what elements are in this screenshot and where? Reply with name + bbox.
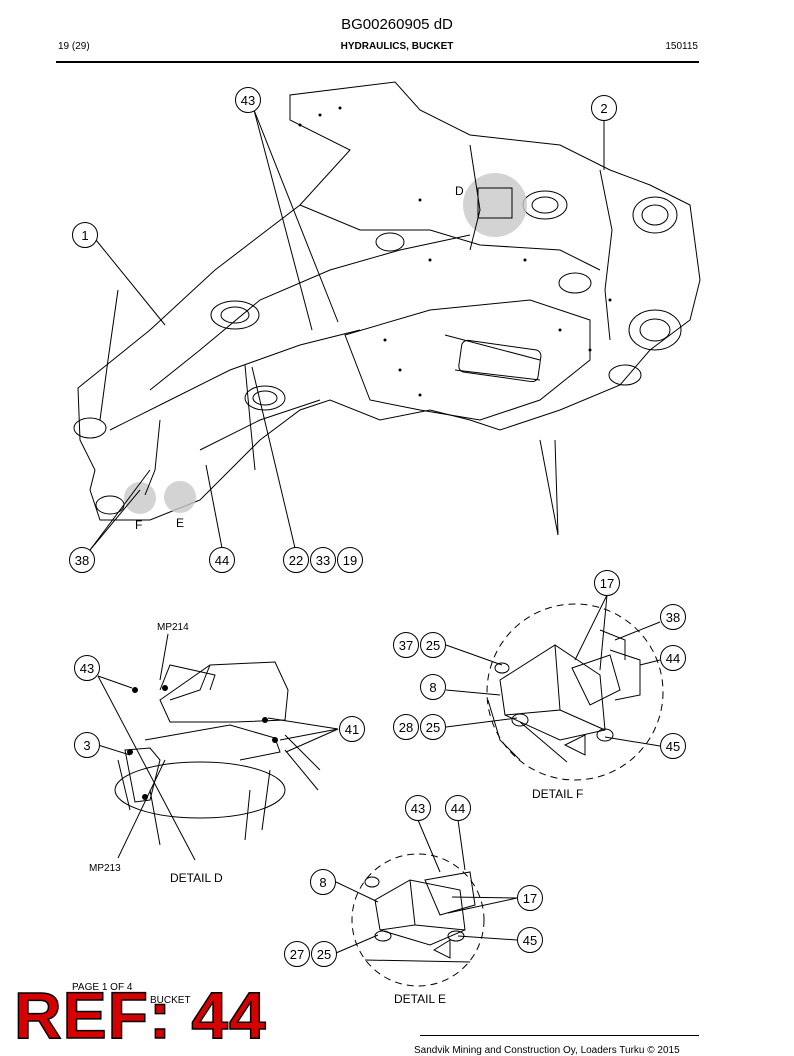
detail-d-callout-41: 41	[339, 716, 365, 742]
detail-f-caption: DETAIL F	[532, 787, 584, 801]
detail-f-callout-45: 45	[660, 733, 686, 759]
detail-d-drawing	[114, 661, 321, 846]
detail-e-callout-25: 25	[311, 941, 337, 967]
detail-f-callout-25a: 25	[420, 632, 446, 658]
detail-e-callout-8: 8	[310, 869, 336, 895]
footer-title-fragment: BUCKET	[150, 995, 191, 1006]
callout-19: 19	[337, 547, 363, 573]
detail-f-callout-38: 38	[660, 604, 686, 630]
callout-43: 43	[235, 87, 261, 113]
detail-e-callout-17: 17	[517, 885, 543, 911]
detail-f-leaders	[445, 594, 661, 763]
header-rule	[56, 61, 699, 63]
detail-marker-f: F	[135, 518, 143, 532]
section-title: HYDRAULICS, BUCKET	[340, 41, 454, 52]
callout-22: 22	[283, 547, 309, 573]
mp213-label: MP213	[89, 863, 121, 874]
detail-d-callout-3: 3	[74, 732, 100, 758]
detail-f-callout-8: 8	[420, 674, 446, 700]
detail-e-callout-44: 44	[445, 795, 471, 821]
detail-e-callout-27: 27	[284, 941, 310, 967]
document-id: BG00260905 dD	[341, 16, 453, 33]
detail-d-leaders	[97, 633, 339, 861]
detail-f-callout-17: 17	[594, 570, 620, 596]
document-code: 150115	[665, 41, 698, 52]
detail-e-leaders	[335, 819, 518, 954]
callout-38: 38	[69, 547, 95, 573]
detail-e-callout-45: 45	[517, 927, 543, 953]
callout-33: 33	[310, 547, 336, 573]
page-number: 19 (29)	[58, 41, 90, 52]
detail-e-callout-43: 43	[405, 795, 431, 821]
main-assembly-drawing	[73, 81, 701, 536]
callout-44: 44	[209, 547, 235, 573]
mp214-label: MP214	[157, 622, 189, 633]
detail-f-drawing	[486, 603, 664, 781]
detail-f-callout-28: 28	[393, 714, 419, 740]
detail-e-drawing	[351, 853, 485, 987]
detail-d-callout-43: 43	[74, 655, 100, 681]
detail-d-caption: DETAIL D	[170, 871, 223, 885]
copyright: Sandvik Mining and Construction Oy, Load…	[414, 1045, 680, 1056]
detail-f-callout-44: 44	[660, 645, 686, 671]
main-leader-lines	[89, 109, 605, 551]
ref-stamp: REF: 44	[13, 978, 267, 1052]
detail-marker-e: E	[176, 516, 185, 530]
detail-marker-d: D	[455, 184, 464, 198]
detail-f-callout-37: 37	[393, 632, 419, 658]
detail-e-caption: DETAIL E	[394, 992, 447, 1006]
callout-2: 2	[591, 95, 617, 121]
detail-f-callout-25b: 25	[420, 714, 446, 740]
page-of-label: PAGE 1 OF 4	[72, 982, 133, 993]
callout-1: 1	[72, 222, 98, 248]
footer-rule	[420, 1035, 699, 1036]
